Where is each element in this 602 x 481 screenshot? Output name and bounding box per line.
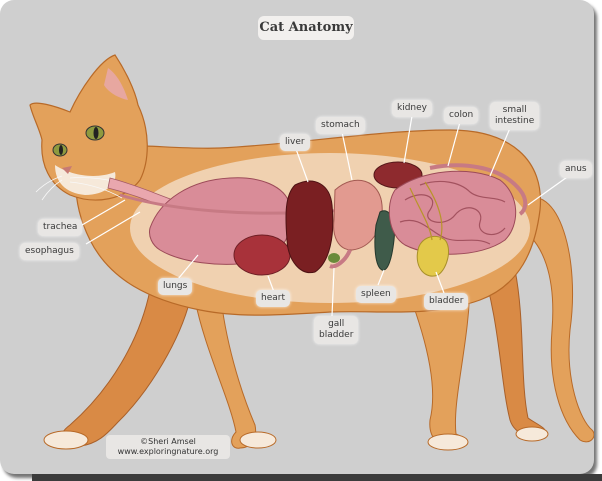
cat-fore-leg-back — [60, 289, 191, 447]
diagram-title: Cat Anatomy — [258, 16, 354, 40]
label-trachea: trachea — [38, 219, 83, 236]
bladder-shape — [416, 235, 449, 277]
label-trachea-text: trachea — [43, 222, 78, 232]
cat-tail — [514, 196, 594, 443]
heart-shape — [233, 234, 291, 276]
label-small-intestine-line1: small — [502, 105, 527, 115]
label-heart-text: heart — [261, 293, 285, 303]
cat-paw-4 — [515, 426, 549, 442]
label-gall-bladder-line2: bladder — [319, 330, 354, 340]
label-stomach-text: stomach — [321, 120, 360, 130]
cat-paw-1 — [43, 430, 89, 450]
label-bladder-text: bladder — [429, 296, 464, 306]
liver-shape — [285, 180, 334, 274]
label-kidney: kidney — [392, 100, 432, 117]
label-anus: anus — [560, 161, 592, 178]
label-small-intestine-line2: intestine — [495, 116, 535, 126]
label-small-intestine: small intestine — [490, 102, 540, 130]
intestines-shape — [388, 170, 517, 255]
label-lungs: lungs — [158, 278, 193, 295]
cat-illustration — [29, 54, 594, 451]
cat-ear-inner — [104, 68, 128, 100]
label-esophagus: esophagus — [20, 243, 79, 260]
credit-author: ©Sheri Amsel — [140, 437, 196, 446]
label-gall-bladder: gall bladder — [314, 316, 359, 344]
cat-fore-leg-front — [194, 289, 257, 449]
label-colon: colon — [444, 107, 479, 124]
label-esophagus-text: esophagus — [25, 246, 74, 256]
label-bladder: bladder — [424, 293, 469, 310]
label-gall-bladder-line1: gall — [328, 319, 345, 329]
label-liver-text: liver — [285, 137, 305, 147]
colon-tube — [429, 163, 528, 216]
credit-website: www.exploringnature.org — [117, 447, 219, 456]
organs — [107, 161, 528, 277]
label-heart: heart — [256, 290, 290, 307]
cat-paw-2 — [239, 431, 277, 449]
cat-pupil-left — [93, 127, 99, 139]
intestine-coils — [399, 180, 506, 245]
diagram-frame: Cat Anatomy trachea esophagus lungs hear… — [0, 0, 594, 474]
label-liver: liver — [280, 134, 310, 151]
stomach-duct — [329, 249, 352, 269]
label-colon-text: colon — [449, 110, 474, 120]
label-lungs-text: lungs — [163, 281, 188, 291]
cat-paw-3 — [427, 433, 469, 451]
ureters — [409, 181, 443, 241]
label-spleen: spleen — [356, 286, 396, 303]
label-spleen-text: spleen — [361, 289, 391, 299]
label-kidney-text: kidney — [397, 103, 427, 113]
stomach-shape — [333, 179, 383, 251]
bottom-edge-bar — [32, 474, 602, 481]
credit-box: ©Sheri Amsel www.exploringnature.org — [106, 435, 230, 459]
cat-nose — [62, 166, 72, 174]
gall-bladder-shape — [328, 253, 340, 263]
cat-pupil-right — [59, 145, 63, 155]
label-anus-text: anus — [565, 164, 587, 174]
label-stomach: stomach — [316, 117, 365, 134]
leader-lines — [81, 115, 571, 317]
cat-muzzle — [55, 165, 116, 195]
